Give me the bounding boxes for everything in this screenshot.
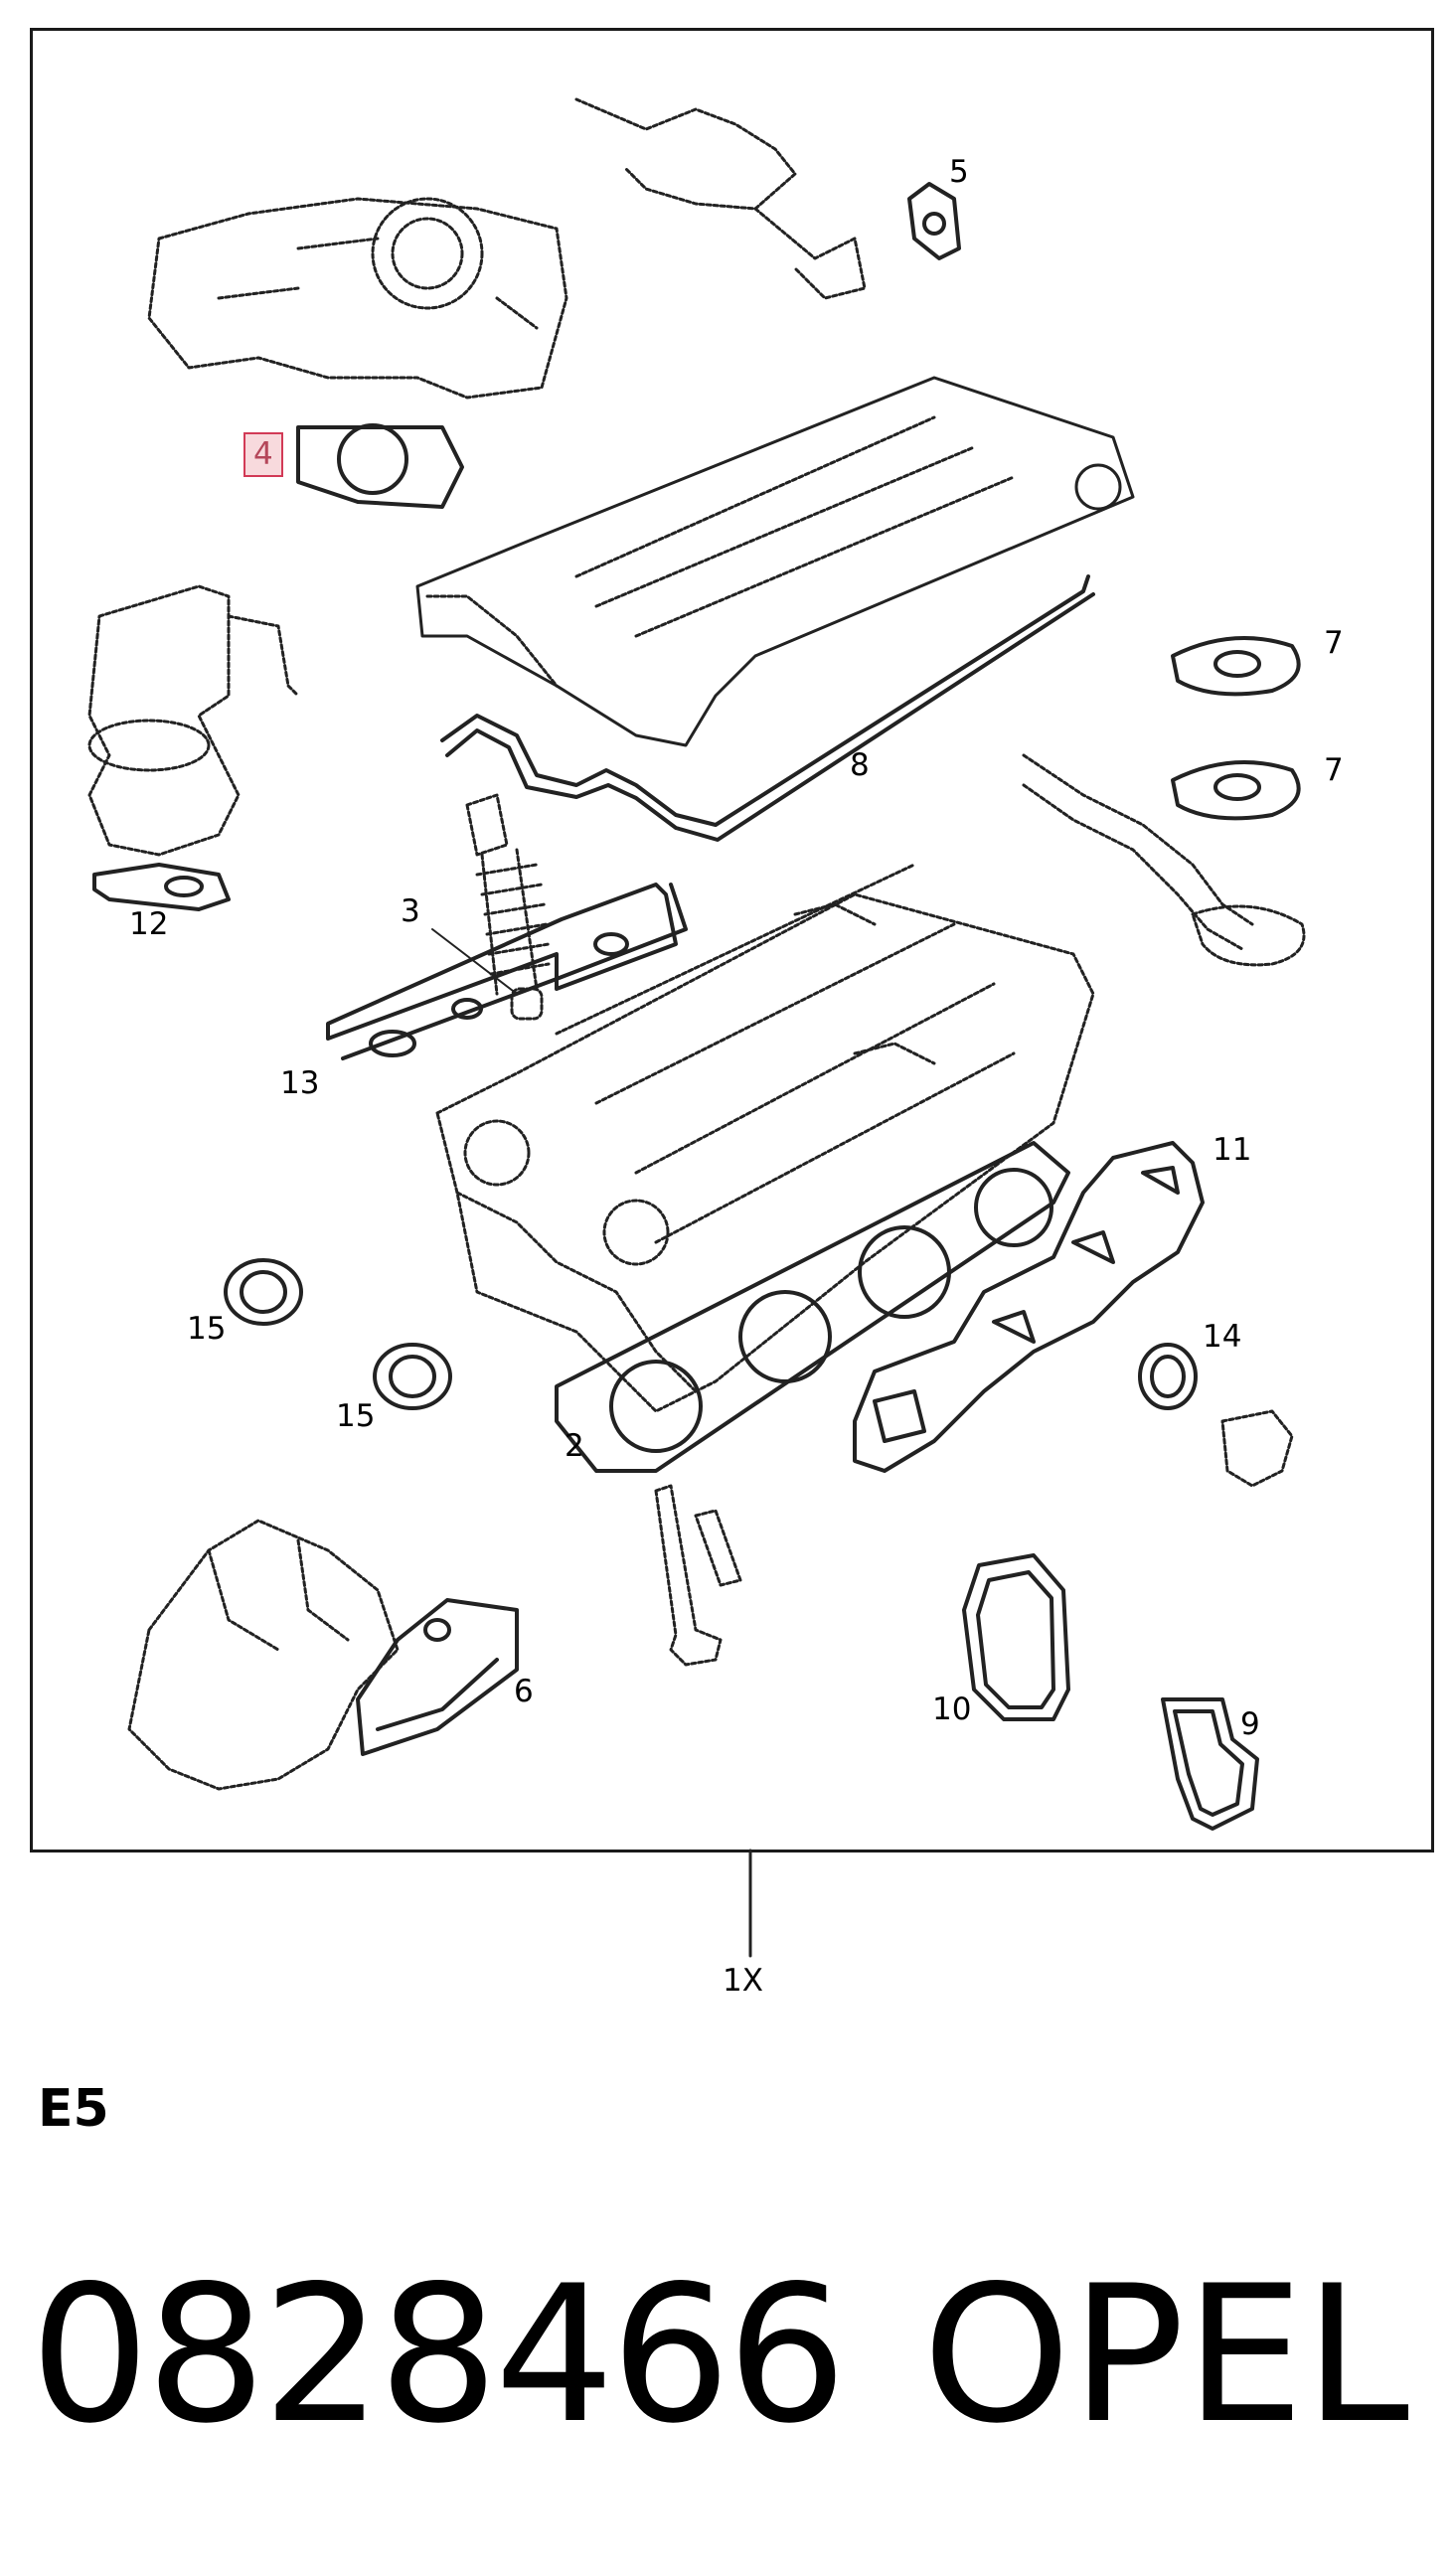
callout-8: 8 [850, 747, 870, 783]
gasket-7-lower-drawing [1171, 760, 1301, 821]
diagram-frame [30, 28, 1434, 1852]
callout-10: 10 [932, 1691, 972, 1727]
cylinder-head-drawing [435, 863, 1095, 1413]
gasket-13-drawing [326, 883, 688, 1060]
head-gasket-2-drawing [555, 1141, 1070, 1473]
quantity-label: 1X [723, 1963, 763, 1999]
callout-11: 11 [1212, 1132, 1252, 1168]
callout-12: 12 [129, 906, 169, 942]
seal-15-lower-drawing [373, 1343, 452, 1410]
manifold-gasket-11-drawing [853, 1141, 1205, 1473]
brand-name: OPEL [922, 2245, 1410, 2465]
part-number: 0828466 [30, 2245, 847, 2465]
gasket-7-upper-drawing [1171, 636, 1301, 697]
pcv-valve-drawing [574, 97, 867, 300]
gasket-9-drawing [1161, 1697, 1259, 1831]
plug-drawing [1220, 1409, 1294, 1488]
callout-14: 14 [1203, 1319, 1242, 1355]
egr-valve-drawing [87, 584, 300, 857]
throttle-body-drawing [147, 197, 568, 400]
callout-9: 9 [1240, 1706, 1260, 1742]
gasket-4-drawing [296, 423, 464, 509]
leader-line-3 [431, 928, 518, 995]
callout-7-upper: 7 [1324, 625, 1344, 661]
timing-cover-drawing [127, 1519, 400, 1791]
callout-3: 3 [401, 893, 420, 929]
valve-spring-drawing [465, 793, 551, 1021]
egr-pipe-drawing [1022, 753, 1306, 967]
callout-15-lower: 15 [336, 1398, 376, 1434]
callout-15-upper: 15 [187, 1311, 227, 1347]
callout-13: 13 [280, 1065, 320, 1101]
callout-4-highlighted[interactable]: 4 [243, 432, 283, 477]
seal-15-upper-drawing [224, 1258, 303, 1326]
exploded-parts-diagram [87, 97, 1306, 1958]
callout-5: 5 [949, 154, 969, 190]
gasket-12-drawing [92, 863, 231, 911]
gasket-6-drawing [356, 1598, 519, 1756]
valve-drawing [654, 1484, 742, 1667]
callout-6: 6 [514, 1674, 534, 1709]
gasket-5-drawing [907, 182, 961, 260]
callout-2: 2 [565, 1428, 584, 1464]
callout-7-lower: 7 [1324, 752, 1344, 788]
seal-14-drawing [1138, 1343, 1198, 1410]
valve-cover-gasket-8-drawing [440, 574, 1095, 842]
group-code: E5 [38, 2079, 109, 2139]
gasket-10-drawing [962, 1553, 1070, 1721]
valve-cover-drawing [415, 376, 1135, 747]
